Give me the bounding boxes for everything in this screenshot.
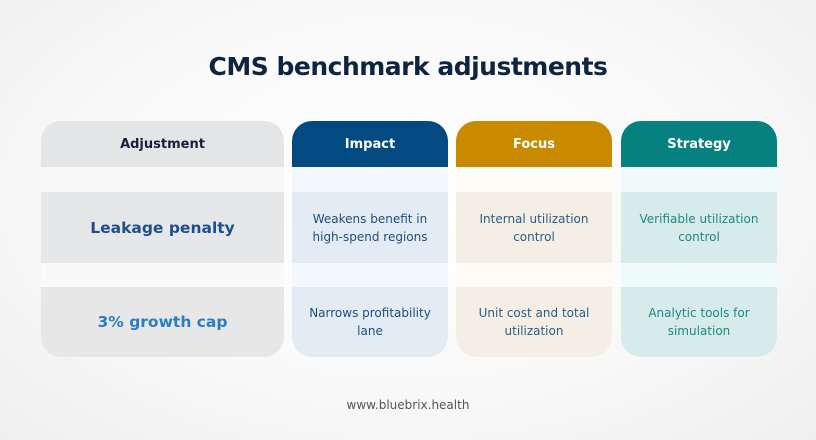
column-strategy: Strategy Verifiable utilization control … bbox=[621, 121, 777, 357]
cell-impact-1: Weakens benefit in high-spend regions bbox=[292, 192, 448, 263]
cell-strategy-2: Analytic tools for simulation bbox=[621, 287, 777, 357]
cell-focus-2: Unit cost and total utilization bbox=[456, 287, 612, 357]
column-focus: Focus Internal utilization control Unit … bbox=[456, 121, 612, 357]
cell-adjustment-2: 3% growth cap bbox=[41, 287, 284, 357]
column-impact: Impact Weakens benefit in high-spend reg… bbox=[292, 121, 448, 357]
header-focus: Focus bbox=[456, 121, 612, 167]
cell-focus-1: Internal utilization control bbox=[456, 192, 612, 263]
footer-url: www.bluebrix.health bbox=[346, 398, 470, 412]
header-adjustment: Adjustment bbox=[41, 121, 284, 167]
header-strategy: Strategy bbox=[621, 121, 777, 167]
cell-adjustment-1: Leakage penalty bbox=[41, 192, 284, 263]
cell-impact-2: Narrows profitability lane bbox=[292, 287, 448, 357]
page-title: CMS benchmark adjustments bbox=[208, 52, 608, 81]
cell-strategy-1: Verifiable utilization control bbox=[621, 192, 777, 263]
column-adjustment: Adjustment Leakage penalty 3% growth cap bbox=[41, 121, 284, 357]
header-impact: Impact bbox=[292, 121, 448, 167]
